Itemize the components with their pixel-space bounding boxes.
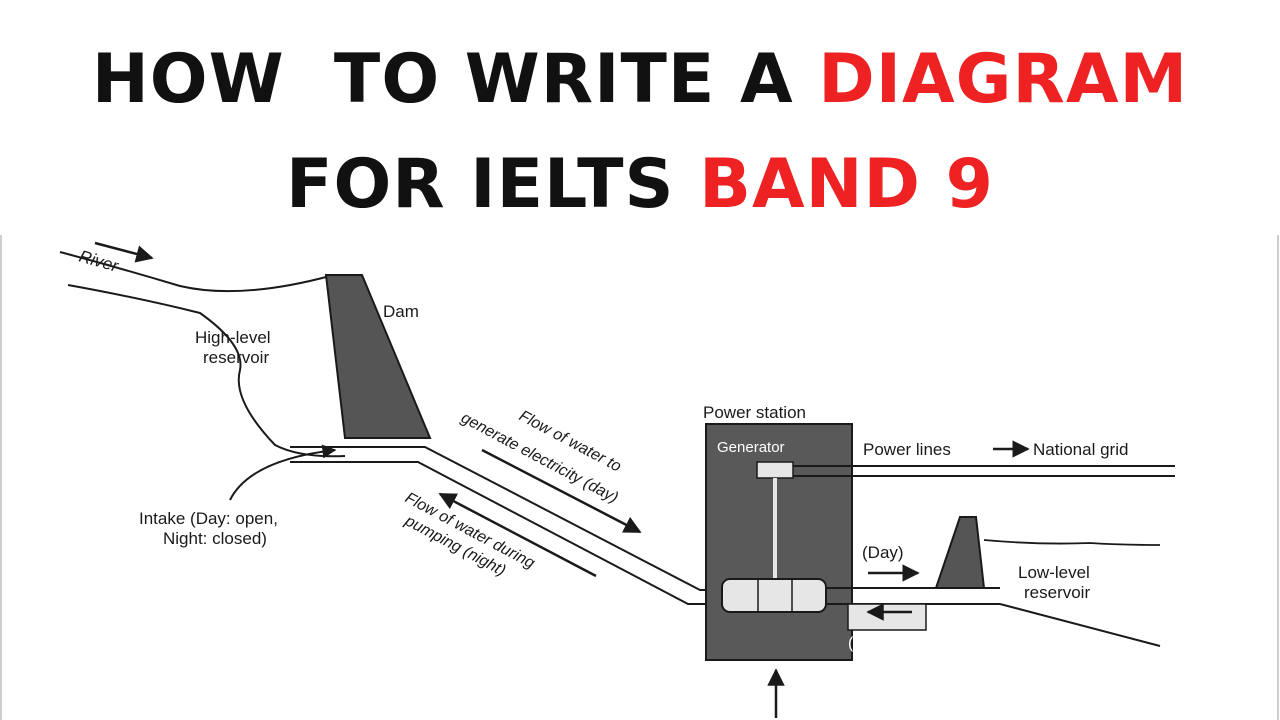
river-arrow	[94, 241, 154, 263]
label-day: (Day)	[862, 543, 904, 562]
label-low-reservoir-1: Low-level	[1018, 563, 1090, 582]
title-line-2: FOR IELTS BAND 9	[0, 145, 1280, 224]
title-line-1-accent: DIAGRAM	[818, 40, 1189, 119]
river-upper-bank	[59, 251, 331, 293]
label-high-reservoir-2: reservoir	[203, 348, 269, 367]
title-line-2-accent: BAND 9	[699, 145, 994, 224]
power-station	[705, 423, 853, 661]
title-line-2-plain: FOR IELTS	[286, 145, 700, 224]
flow-night-arrow	[438, 492, 597, 578]
label-dam: Dam	[383, 302, 419, 321]
low-reservoir-surface	[983, 539, 1161, 546]
dam	[324, 274, 432, 439]
hydro-diagram: River Dam High-level reservoir Intake (D…	[59, 241, 1175, 718]
label-power-station: Power station	[703, 403, 806, 422]
label-low-reservoir-2: reservoir	[1024, 583, 1090, 602]
frame-left-edge	[0, 235, 2, 720]
title-line-1: HOW TO WRITE A DIAGRAM	[0, 40, 1280, 119]
label-power-lines: Power lines	[863, 440, 951, 459]
river-lower-bank	[67, 284, 346, 458]
low-reservoir-bed	[999, 603, 1161, 647]
generator	[756, 461, 794, 479]
label-intake-2: Night: closed)	[163, 529, 267, 548]
lower-dam	[934, 516, 986, 589]
title-block: HOW TO WRITE A DIAGRAM FOR IELTS BAND 9	[0, 0, 1280, 235]
label-night: (Night)	[848, 635, 896, 652]
label-high-reservoir-1: High-level	[195, 328, 271, 347]
flow-day-arrow	[481, 448, 642, 534]
turbine	[721, 578, 827, 613]
title-line-1-plain: HOW TO WRITE A	[91, 40, 819, 119]
intake-arrow	[229, 444, 337, 501]
night-gate	[847, 603, 927, 631]
label-river: River	[77, 247, 122, 277]
label-national-grid: National grid	[1033, 440, 1128, 459]
label-generator: Generator	[717, 439, 785, 456]
label-intake-1: Intake (Day: open,	[139, 509, 278, 528]
pipe-lower	[290, 461, 722, 605]
frame-right-edge	[1277, 235, 1279, 720]
